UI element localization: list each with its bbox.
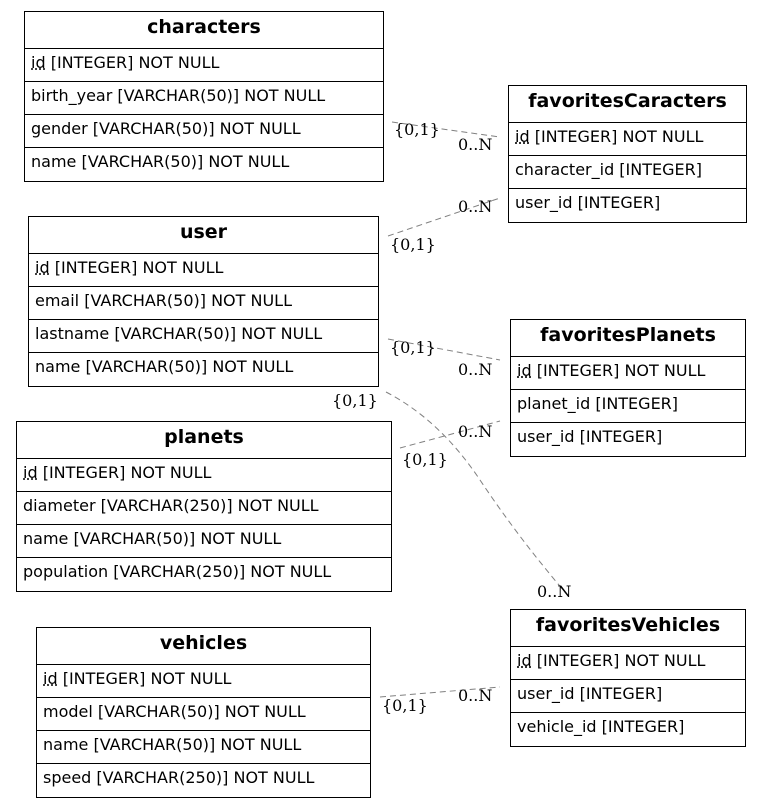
field-row: user_id [INTEGER] (515, 193, 661, 212)
entity-title: favoritesVehicles (511, 610, 745, 647)
entity-user: user id [INTEGER] NOT NULL email [VARCHA… (28, 216, 379, 387)
cardinality-to-label: 0..N (537, 582, 572, 601)
primary-key-type: [INTEGER] NOT NULL (531, 361, 706, 380)
cardinality-to-label: 0..N (458, 686, 493, 705)
field-row: name [VARCHAR(50)] NOT NULL (37, 731, 370, 764)
entity-title: planets (17, 422, 391, 459)
primary-key-name: id (517, 651, 532, 670)
field-row: planet_id [INTEGER] (511, 390, 745, 423)
field-row: id [INTEGER] NOT NULL (511, 357, 745, 390)
field-row: vehicle_id [INTEGER] (517, 717, 685, 736)
cardinality-from-label: {0,1} (390, 338, 436, 357)
field-row: model [VARCHAR(50)] NOT NULL (37, 698, 370, 731)
rel-user-favoritesVehicles (385, 391, 571, 599)
primary-key-type: [INTEGER] NOT NULL (57, 669, 232, 688)
field-row: id [INTEGER] NOT NULL (25, 49, 383, 82)
entity-title: favoritesCaracters (509, 86, 746, 123)
cardinality-from-label: {0,1} (394, 120, 440, 139)
cardinality-to-label: 0..N (458, 197, 493, 216)
entity-planets: planets id [INTEGER] NOT NULL diameter [… (16, 421, 392, 592)
entity-vehicles: vehicles id [INTEGER] NOT NULL model [VA… (36, 627, 371, 798)
cardinality-from-label: {0,1} (382, 696, 428, 715)
primary-key-name: id (43, 669, 58, 688)
rel-characters-favoritesCaracters (391, 121, 501, 138)
cardinality-from-label: {0,1} (332, 391, 378, 410)
field-row: character_id [INTEGER] (509, 156, 746, 189)
field-row: name [VARCHAR(50)] NOT NULL (35, 357, 294, 376)
cardinality-to-label: 0..N (458, 422, 493, 441)
entity-favorites-planets: favoritesPlanets id [INTEGER] NOT NULL p… (510, 319, 746, 457)
entity-characters: characters id [INTEGER] NOT NULL birth_y… (24, 11, 384, 182)
entity-favorites-caracters: favoritesCaracters id [INTEGER] NOT NULL… (508, 85, 747, 223)
field-row: id [INTEGER] NOT NULL (17, 459, 391, 492)
primary-key-type: [INTEGER] NOT NULL (45, 53, 220, 72)
entity-title: favoritesPlanets (511, 320, 745, 357)
field-row: id [INTEGER] NOT NULL (509, 123, 746, 156)
field-row: name [VARCHAR(50)] NOT NULL (31, 152, 290, 171)
entity-title: vehicles (37, 628, 370, 665)
primary-key-name: id (515, 127, 530, 146)
field-row: population [VARCHAR(250)] NOT NULL (23, 562, 332, 581)
primary-key-name: id (35, 258, 50, 277)
entity-title: characters (25, 12, 383, 49)
field-row: user_id [INTEGER] (517, 427, 663, 446)
rel-user-favoritesPlanets (387, 338, 501, 361)
primary-key-name: id (31, 53, 46, 72)
entity-title: user (29, 217, 378, 254)
field-row: gender [VARCHAR(50)] NOT NULL (25, 115, 383, 148)
primary-key-name: id (517, 361, 532, 380)
primary-key-type: [INTEGER] NOT NULL (529, 127, 704, 146)
primary-key-name: id (23, 463, 38, 482)
cardinality-from-label: {0,1} (402, 450, 448, 469)
primary-key-type: [INTEGER] NOT NULL (37, 463, 212, 482)
field-row: id [INTEGER] NOT NULL (511, 647, 745, 680)
primary-key-type: [INTEGER] NOT NULL (49, 258, 224, 277)
cardinality-from-label: {0,1} (390, 235, 436, 254)
field-row: lastname [VARCHAR(50)] NOT NULL (29, 320, 378, 353)
rel-planets-favoritesPlanets (399, 420, 501, 449)
cardinality-to-label: 0..N (458, 360, 493, 379)
cardinality-to-label: 0..N (458, 135, 493, 154)
field-row: speed [VARCHAR(250)] NOT NULL (43, 768, 315, 787)
field-row: birth_year [VARCHAR(50)] NOT NULL (25, 82, 383, 115)
field-row: email [VARCHAR(50)] NOT NULL (29, 287, 378, 320)
entity-favorites-vehicles: favoritesVehicles id [INTEGER] NOT NULL … (510, 609, 746, 747)
field-row: user_id [INTEGER] (511, 680, 745, 713)
rel-vehicles-favoritesVehicles (379, 686, 501, 698)
field-row: id [INTEGER] NOT NULL (37, 665, 370, 698)
field-row: id [INTEGER] NOT NULL (29, 254, 378, 287)
primary-key-type: [INTEGER] NOT NULL (531, 651, 706, 670)
field-row: name [VARCHAR(50)] NOT NULL (17, 525, 391, 558)
field-row: diameter [VARCHAR(250)] NOT NULL (17, 492, 391, 525)
